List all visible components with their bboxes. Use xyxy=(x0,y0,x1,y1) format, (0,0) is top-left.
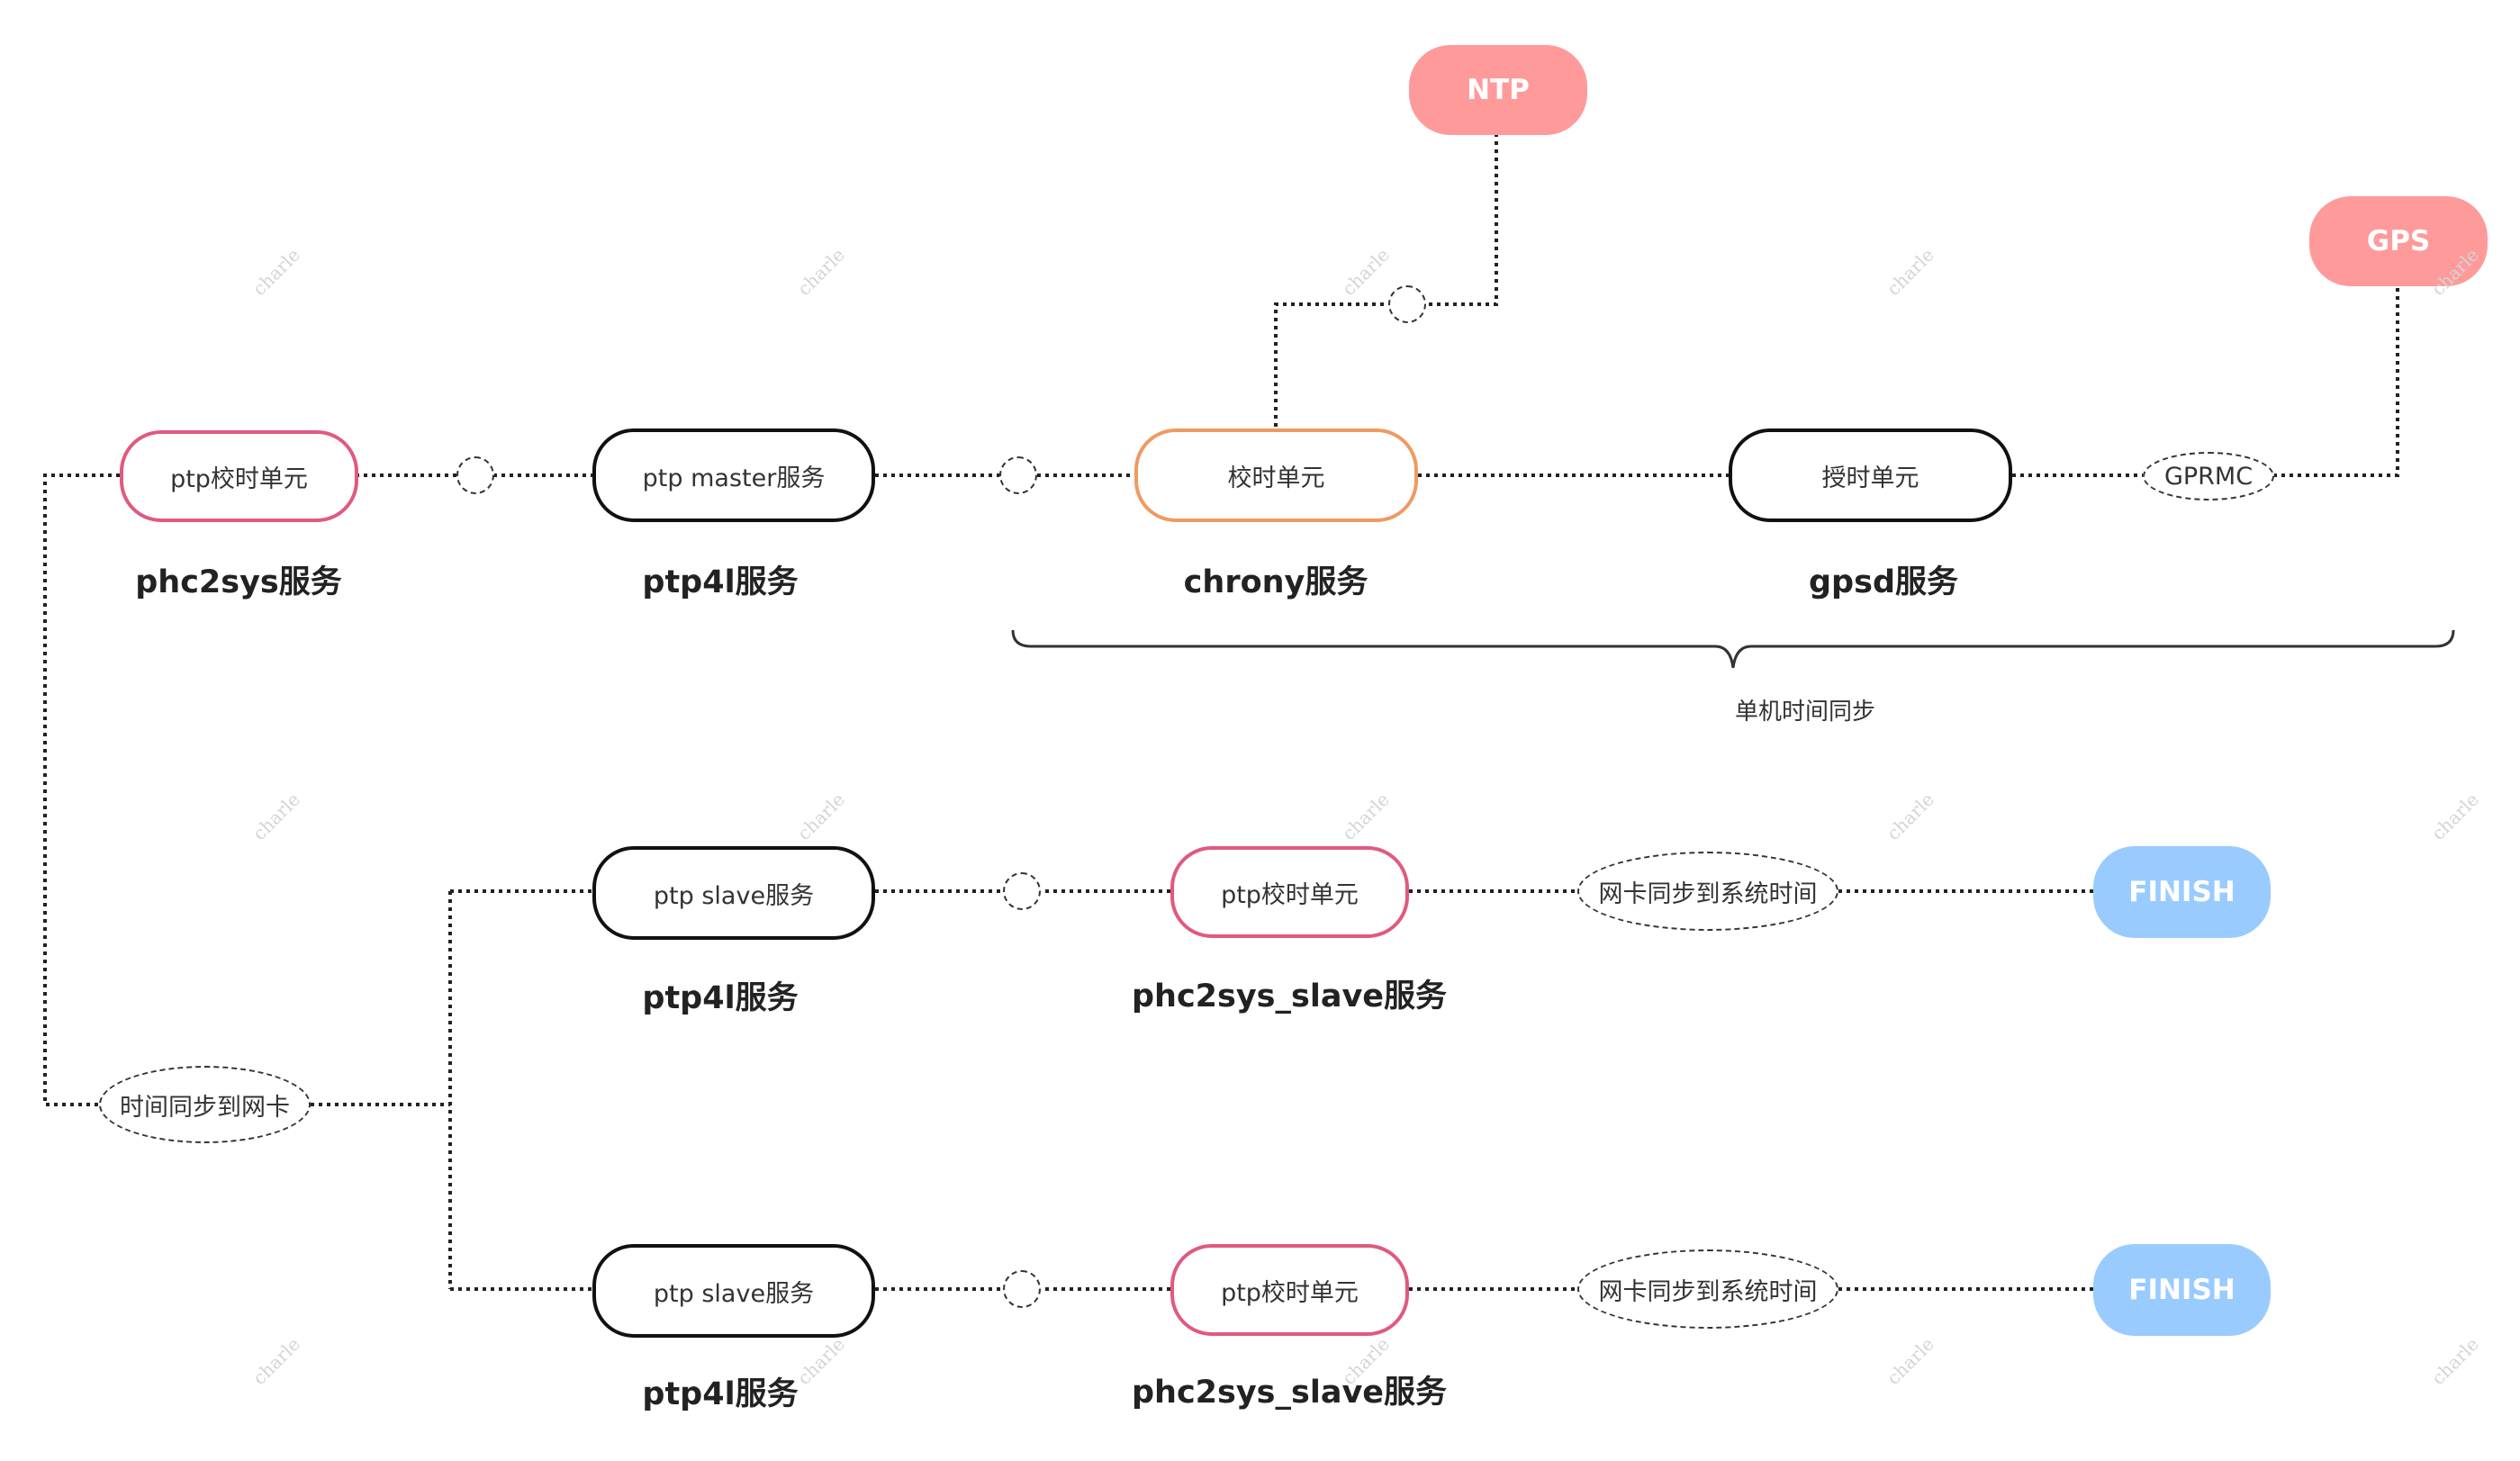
line-phc2sys-to-nic-sync xyxy=(43,473,120,1106)
connector-circle-2 xyxy=(999,456,1037,494)
line-gprmc-to-gps xyxy=(2273,286,2399,477)
connector-circle-3 xyxy=(1388,285,1426,323)
ptp-slave-service-2[interactable]: ptp slave服务 xyxy=(592,1244,875,1338)
ptp4l-1-label: ptp4l服务 xyxy=(642,980,799,1016)
chrony-label: chrony服务 xyxy=(1183,564,1368,600)
gps-source[interactable]: GPS xyxy=(2309,196,2488,286)
connector-circle-5 xyxy=(1003,1270,1041,1308)
connector-circle-1 xyxy=(456,456,494,494)
finish-1[interactable]: FINISH xyxy=(2093,846,2271,938)
single-sync-label: 单机时间同步 xyxy=(1734,699,1876,726)
single-sync-brace xyxy=(1011,629,2455,669)
ptp-calib-unit-top[interactable]: ptp校时单元 xyxy=(120,430,358,522)
timing-unit[interactable]: 授时单元 xyxy=(1729,428,2012,522)
finish-2[interactable]: FINISH xyxy=(2093,1244,2271,1336)
phc2sys-label: phc2sys服务 xyxy=(135,564,342,600)
nic-sync-to-system-1: 网卡同步到系统时间 xyxy=(1577,852,1838,931)
ptp-calib-unit-1[interactable]: ptp校时单元 xyxy=(1170,846,1409,938)
ptp-master-service[interactable]: ptp master服务 xyxy=(592,428,875,522)
line-calib-to-ntp xyxy=(1274,135,1498,427)
ntp-source[interactable]: NTP xyxy=(1409,45,1587,135)
gpsd-label: gpsd服务 xyxy=(1809,564,1958,600)
ptp-slave-service-1[interactable]: ptp slave服务 xyxy=(592,846,875,940)
nic-sync-to-system-2: 网卡同步到系统时间 xyxy=(1577,1249,1838,1329)
ptp-calib-unit-2[interactable]: ptp校时单元 xyxy=(1170,1244,1409,1336)
phc2sys-slave-2-label: phc2sys_slave服务 xyxy=(1131,1375,1448,1411)
ptp4l-top-label: ptp4l服务 xyxy=(642,564,799,600)
phc2sys-slave-1-label: phc2sys_slave服务 xyxy=(1131,979,1448,1015)
time-sync-to-nic-ellipse: 时间同步到网卡 xyxy=(99,1066,311,1143)
ptp4l-2-label: ptp4l服务 xyxy=(642,1376,799,1412)
gprmc-ellipse: GPRMC xyxy=(2143,452,2274,501)
connector-circle-4 xyxy=(1003,872,1041,910)
calib-unit[interactable]: 校时单元 xyxy=(1134,428,1418,522)
